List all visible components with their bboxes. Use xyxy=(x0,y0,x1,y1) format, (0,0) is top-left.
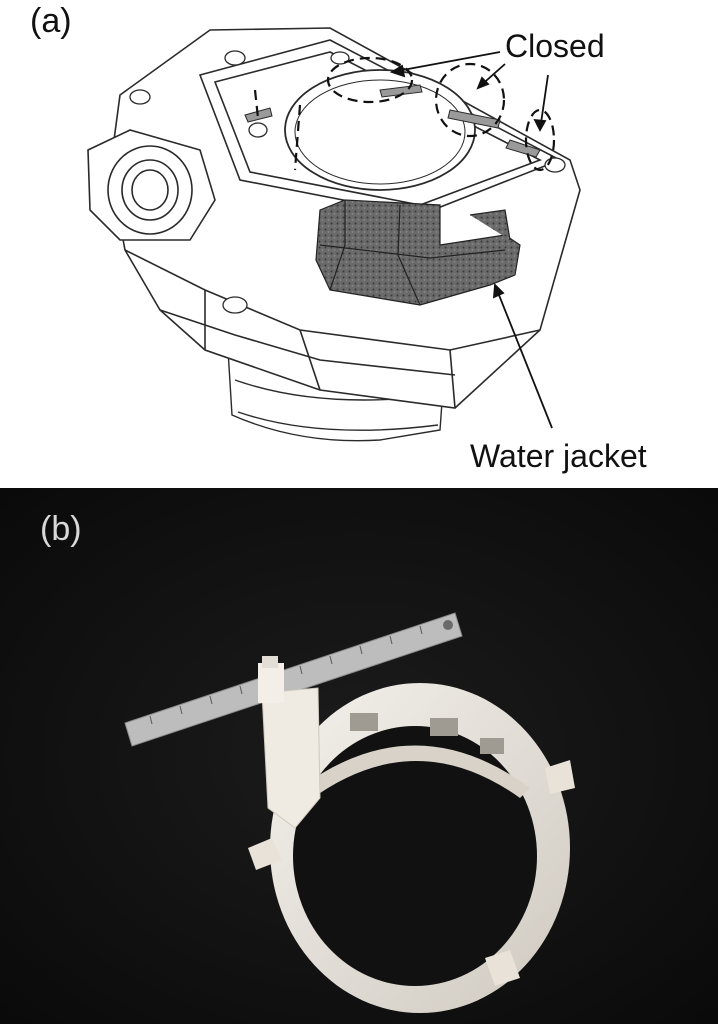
closed-label: Closed xyxy=(505,28,605,64)
water-jacket xyxy=(315,199,521,306)
printed-ring xyxy=(270,683,570,1013)
panel-a-label: (a) xyxy=(30,2,72,40)
cylinder-block-drawing xyxy=(87,27,581,442)
steel-ruler xyxy=(124,612,463,747)
panel-b-label: (b) xyxy=(40,510,82,548)
bolt-holes xyxy=(129,50,566,314)
panel-b-photograph: (b) xyxy=(0,488,718,1024)
leader-lines xyxy=(389,51,553,429)
panel-a-cad-drawing: (a) Closed Water jacket xyxy=(0,0,718,488)
ring-boss xyxy=(258,656,321,829)
cylinder-bore xyxy=(284,69,476,191)
water-jacket-label: Water jacket xyxy=(470,438,647,474)
ring-tabs xyxy=(248,760,575,986)
printed-water-jacket-photo xyxy=(0,488,718,1024)
closed-markers xyxy=(253,56,556,172)
intake-port-boss xyxy=(87,129,216,241)
deck-slots xyxy=(244,84,541,158)
